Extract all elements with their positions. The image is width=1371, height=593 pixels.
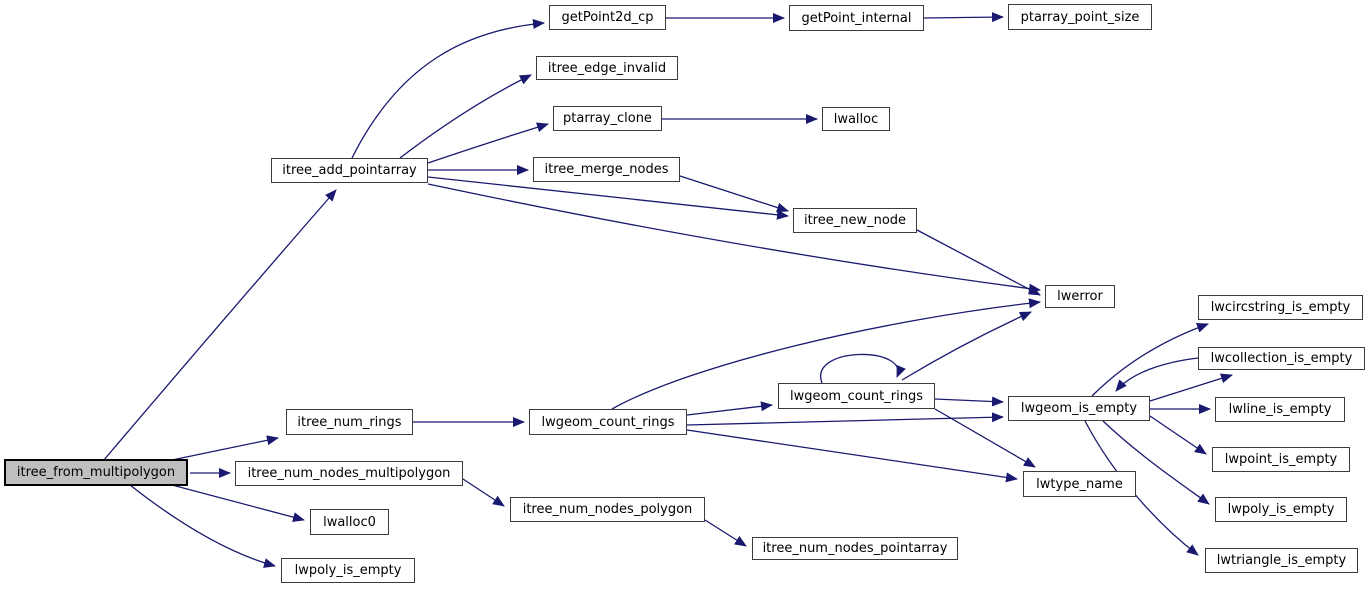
node-itree_from_multipolygon[interactable]: itree_from_multipolygon (4, 459, 188, 486)
node-lwcircstring_is_empty[interactable]: lwcircstring_is_empty (1198, 295, 1363, 320)
node-label: ptarray_point_size (1020, 9, 1140, 25)
node-label: lwcircstring_is_empty (1210, 300, 1351, 315)
node-label: lwcollection_is_empty (1210, 351, 1353, 366)
node-label: ptarray_clone (563, 111, 652, 126)
edge-getPoint_internal-ptarray_point_size (923, 12, 1004, 23)
node-label: lwpoint_is_empty (1224, 452, 1338, 467)
edge-lwgeom_is_empty-lwpoint_is_empty (1149, 415, 1207, 455)
node-itree_new_node[interactable]: itree_new_node (793, 208, 917, 233)
edge-lwgeom_is_empty-lwpoly_is_empty_right (1102, 420, 1210, 505)
edge-itree_add_pointarray-ptarray_clone (427, 122, 549, 164)
node-getPoint_internal[interactable]: getPoint_internal (789, 5, 924, 31)
node-lwalloc[interactable]: lwalloc (822, 107, 890, 131)
node-label: lwerror (1057, 289, 1103, 304)
node-itree_num_nodes_multipolygon[interactable]: itree_num_nodes_multipolygon (235, 461, 463, 486)
edge-itree_num_nodes_polygon-itree_num_nodes_pointarray (704, 519, 747, 547)
node-label: itree_add_pointarray (282, 163, 417, 178)
node-itree_edge_invalid[interactable]: itree_edge_invalid (536, 56, 678, 80)
node-lwgeom_count_rings[interactable]: lwgeom_count_rings (529, 409, 687, 435)
node-label: itree_edge_invalid (547, 60, 667, 76)
edge-lwgeom_is_empty-lwcircstring_is_empty (1091, 323, 1209, 397)
edge-lwgeom_count_rings_rec-lwgeom_is_empty (934, 396, 1004, 407)
edge-itree_from_multipolygon-itree_add_pointarray (102, 189, 337, 462)
node-label: itree_num_nodes_multipolygon (247, 466, 451, 481)
node-label: lwgeom_is_empty (1020, 401, 1138, 416)
node-ptarray_clone[interactable]: ptarray_clone (553, 106, 662, 131)
node-label: lwtype_name (1036, 476, 1123, 492)
node-lwpoly_is_empty-left[interactable]: lwpoly_is_empty (281, 558, 415, 583)
node-label: lwline_is_empty (1228, 402, 1332, 417)
edge-itree_add_pointarray-itree_edge_invalid (399, 74, 532, 159)
edge-lwgeom_count_rings-lwerror (611, 298, 1041, 410)
edge-lwgeom_count_rings-lwgeom_count_rings_rec (686, 401, 773, 416)
node-lwcollection_is_empty[interactable]: lwcollection_is_empty (1198, 347, 1365, 370)
edge-itree_merge_nodes-itree_new_node (679, 175, 789, 213)
edge-lwgeom_is_empty-lwcollection_is_empty (1149, 373, 1233, 402)
node-label: lwtriangle_is_empty (1216, 553, 1347, 568)
node-ptarray_point_size[interactable]: ptarray_point_size (1008, 4, 1152, 30)
edge-lwgeom_is_empty-lwtriangle_is_empty (1084, 420, 1199, 556)
node-label: lwpoly_is_empty (1227, 502, 1335, 517)
node-itree_num_rings[interactable]: itree_num_rings (286, 409, 413, 435)
node-lwerror[interactable]: lwerror (1045, 285, 1115, 308)
node-itree_add_pointarray[interactable]: itree_add_pointarray (271, 158, 428, 183)
node-label: itree_num_rings (297, 414, 402, 430)
node-lwalloc0[interactable]: lwalloc0 (310, 509, 389, 535)
node-lwtriangle_is_empty[interactable]: lwtriangle_is_empty (1205, 548, 1358, 573)
edge-lwgeom_count_rings_rec-self (820, 353, 906, 384)
node-label: lwalloc (833, 111, 879, 127)
edge-lwgeom_count_rings_rec-lwerror (901, 311, 1032, 381)
node-label: lwgeom_count_rings (789, 388, 923, 404)
edge-lwgeom_count_rings-lwtype_name (686, 429, 1018, 483)
node-lwgeom_count_rings-recursive[interactable]: lwgeom_count_rings (778, 383, 935, 409)
node-lwpoly_is_empty-right[interactable]: lwpoly_is_empty (1215, 497, 1347, 522)
edge-lwcollection_is_empty-lwgeom_is_empty (1115, 357, 1199, 392)
node-label: itree_num_nodes_pointarray (762, 541, 948, 556)
edge-lwgeom_count_rings_rec-lwtype_name (934, 408, 1036, 468)
edge-itree_new_node-lwerror (916, 229, 1041, 296)
node-lwline_is_empty[interactable]: lwline_is_empty (1215, 397, 1345, 422)
node-label: lwalloc0 (323, 514, 376, 530)
node-itree_num_nodes_pointarray[interactable]: itree_num_nodes_pointarray (752, 537, 958, 560)
node-lwpoint_is_empty[interactable]: lwpoint_is_empty (1212, 447, 1350, 472)
node-itree_merge_nodes[interactable]: itree_merge_nodes (533, 157, 680, 182)
node-label: itree_from_multipolygon (16, 465, 176, 480)
node-label: getPoint_internal (801, 10, 912, 26)
node-lwtype_name[interactable]: lwtype_name (1023, 471, 1136, 497)
node-label: itree_merge_nodes (544, 162, 669, 177)
edge-itree_from_multipolygon-lwalloc0 (171, 484, 305, 523)
node-label: lwgeom_count_rings (541, 414, 675, 430)
node-lwgeom_is_empty[interactable]: lwgeom_is_empty (1008, 396, 1150, 421)
edge-itree_num_nodes_multipolygon-itree_num_nodes_polygon (462, 478, 505, 507)
edge-itree_add_pointarray-itree_new_node (427, 176, 789, 220)
node-getPoint2d_cp[interactable]: getPoint2d_cp (549, 5, 666, 30)
node-label: itree_num_nodes_polygon (522, 502, 693, 517)
edge-itree_from_multipolygon-itree_num_rings (171, 435, 279, 461)
node-label: lwpoly_is_empty (294, 563, 402, 578)
node-itree_num_nodes_polygon[interactable]: itree_num_nodes_polygon (510, 497, 705, 522)
edge-itree_add_pointarray-getPoint2d_cp (351, 19, 545, 159)
edge-itree_from_multipolygon-lwpoly_is_empty_left (129, 484, 276, 568)
node-label: getPoint2d_cp (561, 10, 654, 25)
edge-itree_add_pointarray-lwerror (427, 183, 1041, 294)
node-label: itree_new_node (803, 213, 907, 228)
